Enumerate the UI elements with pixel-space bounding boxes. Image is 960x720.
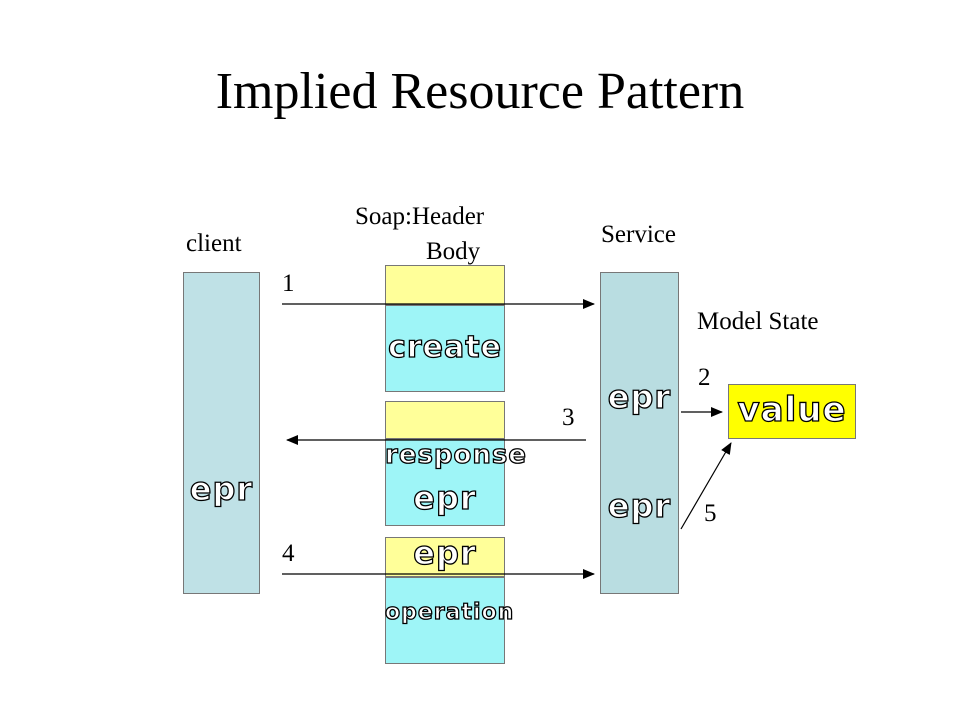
- step-4-label: 4: [282, 540, 295, 567]
- body-label: Body: [426, 238, 481, 265]
- value-box: [728, 384, 856, 439]
- step-1-label: 1: [282, 270, 295, 297]
- create-label: create: [387, 329, 502, 365]
- service-bar: [600, 272, 679, 594]
- client-bar: [183, 272, 260, 594]
- operation-label: operation: [384, 599, 515, 625]
- operation-epr-label: epr: [413, 533, 477, 572]
- service-label: Service: [601, 221, 676, 248]
- response-epr-label: epr: [413, 478, 477, 517]
- client-epr-label: epr: [189, 469, 254, 508]
- response-message-header: [385, 401, 505, 439]
- create-message-body: [385, 305, 505, 392]
- response-label: response: [384, 439, 528, 470]
- service-epr-top-label: epr: [607, 377, 672, 416]
- step-3-label: 3: [562, 404, 575, 431]
- arrow-step-5: [680, 442, 732, 530]
- service-epr-bottom-label: epr: [607, 486, 672, 525]
- model-state-label: Model State: [697, 308, 819, 335]
- soap-header-label: Soap:Header: [355, 203, 485, 230]
- response-message-body: [385, 439, 505, 526]
- client-label: client: [186, 230, 242, 257]
- value-label: value: [737, 389, 847, 430]
- operation-message-body: [385, 577, 505, 664]
- slide-title: Implied Resource Pattern: [215, 63, 745, 120]
- operation-message-header: [385, 537, 505, 577]
- step-2-label: 2: [698, 364, 711, 391]
- step-5-label: 5: [704, 500, 717, 527]
